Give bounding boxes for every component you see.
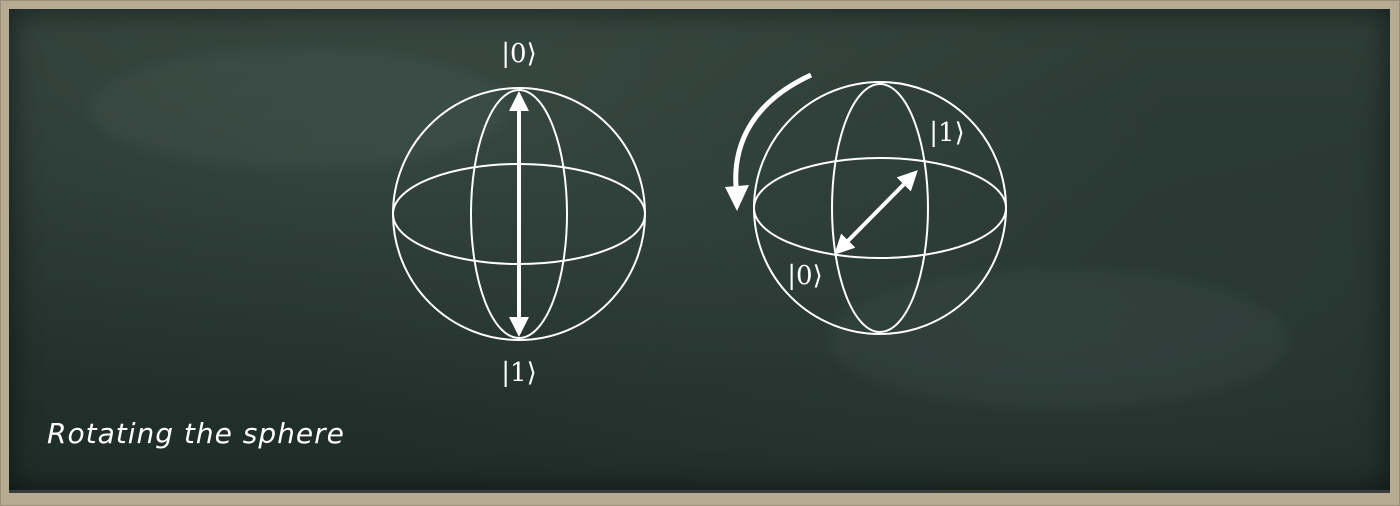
- right-upper-ket-label: |1⟩: [929, 118, 964, 148]
- left-bottom-ket-label: |1⟩: [501, 358, 536, 388]
- right-state-vector-arrow: [834, 170, 918, 255]
- bloch-sphere-diagram: |0⟩ |1⟩ |1⟩ |0⟩: [392, 39, 1007, 388]
- chalk-smudge: [89, 49, 509, 169]
- right-sphere-meridian: [831, 83, 929, 333]
- caption: Rotating the sphere: [47, 417, 345, 450]
- rotation-arrowhead-icon: [725, 185, 749, 211]
- rotation-arrow-icon: [733, 72, 813, 198]
- right-sphere-equator: [753, 157, 1007, 259]
- chalkboard: |0⟩ |1⟩ |1⟩ |0⟩ Rotating the sphere: [9, 9, 1390, 493]
- left-top-ket-label: |0⟩: [501, 39, 536, 69]
- right-lower-ket-label: |0⟩: [787, 261, 822, 291]
- chalk-smudge: [829, 269, 1289, 409]
- right-bloch-sphere: [753, 81, 1007, 335]
- left-sphere-meridian: [470, 89, 568, 339]
